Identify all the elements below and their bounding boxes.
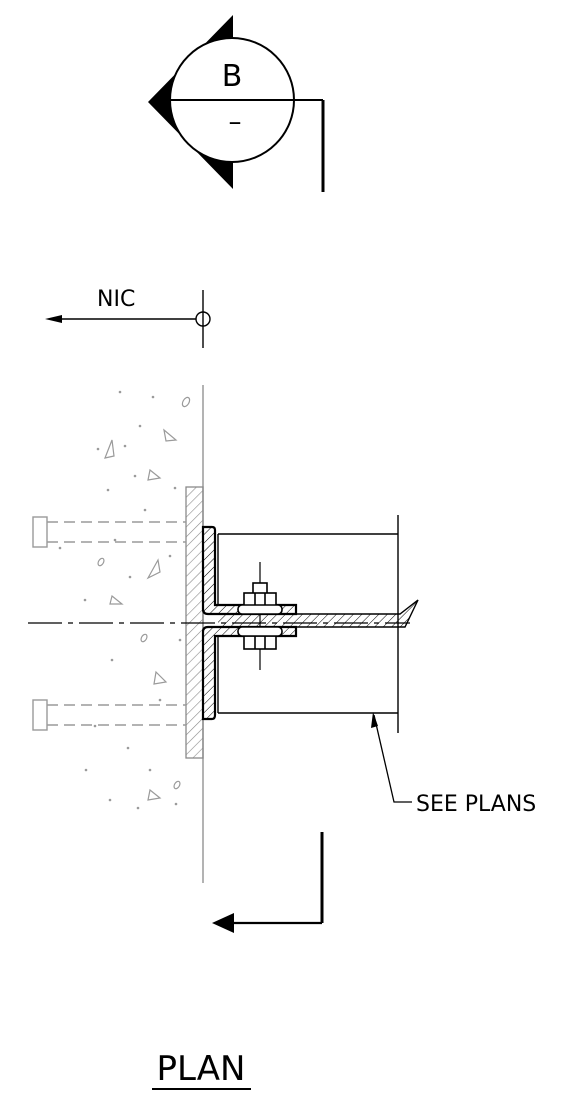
headed-stud-upper	[32, 516, 186, 548]
see-plans-label: SEE PLANS	[416, 792, 536, 817]
concrete-stones	[97, 396, 191, 801]
title-text: PLAN	[157, 1049, 246, 1089]
section-sheet: –	[229, 107, 242, 137]
drawing-title: PLAN	[152, 1049, 251, 1090]
bolt-washer-top	[237, 604, 283, 615]
clip-angle-lower	[201, 625, 298, 721]
bolt-washer-bottom	[237, 626, 283, 637]
see-plans-leader	[373, 714, 412, 803]
nic-reference: NIC	[45, 287, 211, 348]
section-marker: B –	[148, 15, 325, 192]
bolt-assembly	[237, 562, 283, 670]
see-plans-callout: SEE PLANS	[371, 712, 536, 817]
beam-web	[218, 599, 419, 628]
section-cut-arrow	[212, 913, 234, 933]
concrete-wall	[58, 385, 204, 883]
steel-beam	[217, 515, 419, 733]
bolt-nut-top	[243, 592, 277, 607]
bolt-nut-bottom	[243, 635, 277, 650]
nic-label: NIC	[97, 287, 135, 312]
see-plans-arrow	[371, 712, 378, 728]
nic-arrow	[45, 315, 62, 323]
concrete-aggregate	[58, 390, 182, 810]
clip-angle-upper	[201, 525, 298, 616]
headed-stud-lower	[32, 699, 186, 731]
section-cut-bottom	[212, 832, 324, 933]
section-letter: B	[222, 59, 243, 94]
